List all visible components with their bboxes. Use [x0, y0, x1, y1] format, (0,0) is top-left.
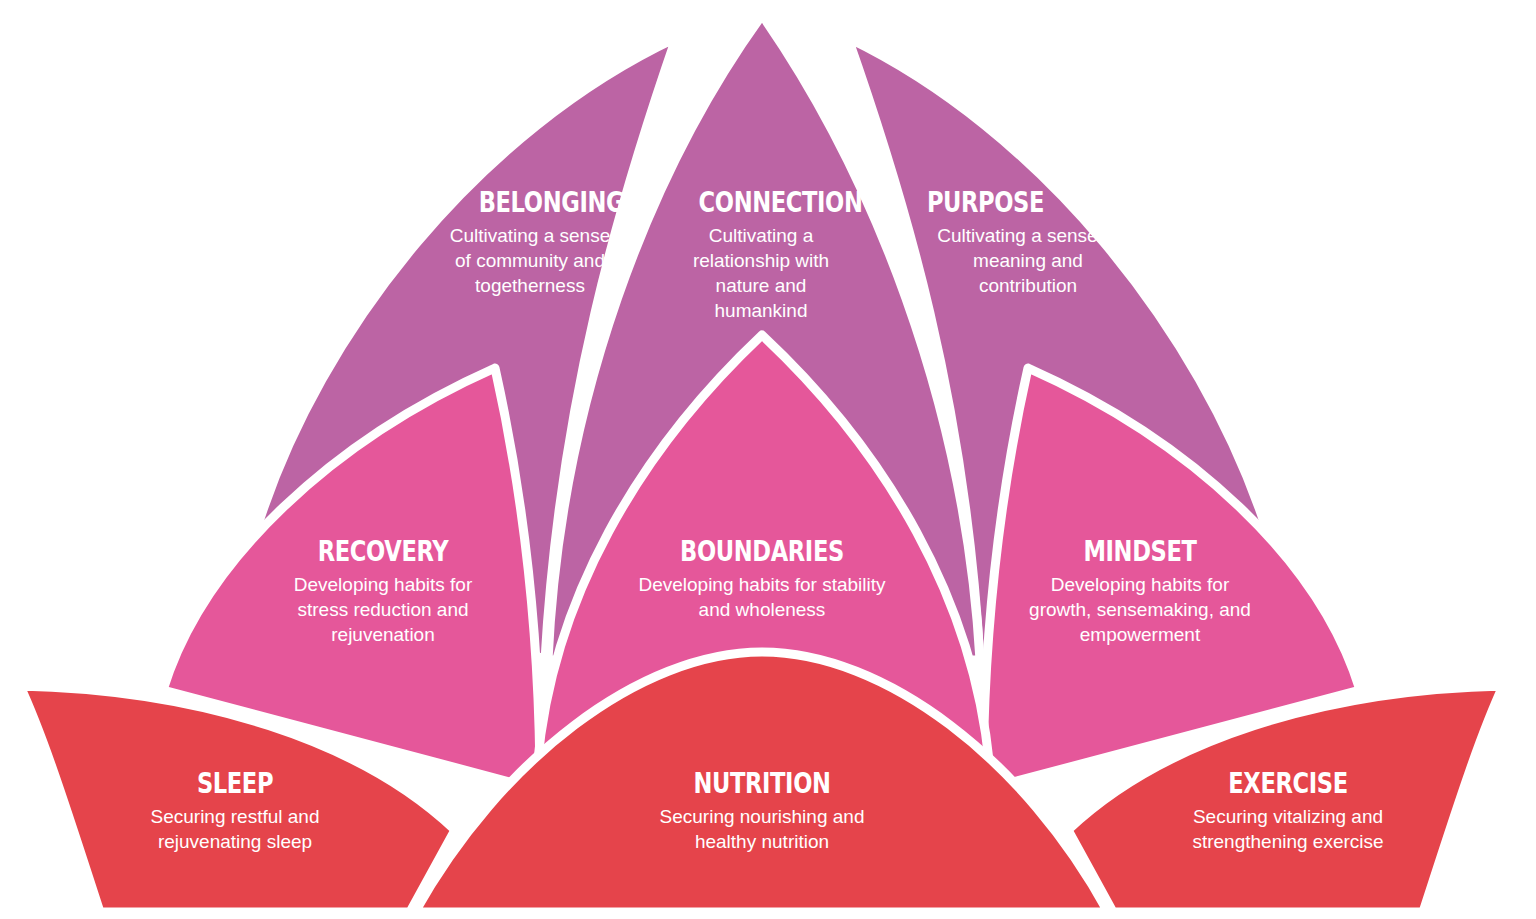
- petal-heading: PURPOSE: [913, 184, 1057, 220]
- petal-text: CONNECTIONCultivating a relationship wit…: [681, 184, 841, 323]
- petal-description: Cultivating a sense of community and tog…: [445, 223, 615, 298]
- lotus-petal: EXERCISESecuring vitalizing and strength…: [1058, 680, 1513, 912]
- petal-description: Securing nourishing and healthy nutritio…: [632, 804, 892, 854]
- petal-text: BELONGINGCultivating a sense of communit…: [445, 184, 615, 298]
- petal-text: PURPOSECultivating a sense of meaning an…: [936, 184, 1121, 298]
- petal-outline: [1068, 686, 1503, 912]
- petal-heading: BELONGING: [479, 184, 612, 220]
- petal-description: Cultivating a relationship with nature a…: [681, 223, 841, 323]
- lotus-petal: NUTRITIONSecuring nourishing and healthy…: [405, 645, 1120, 915]
- petal-text: BOUNDARIESDeveloping habits for stabilit…: [637, 533, 887, 622]
- petal-heading: NUTRITION: [661, 765, 864, 801]
- petal-text: EXERCISESecuring vitalizing and strength…: [1168, 765, 1408, 854]
- petal-heading: EXERCISE: [1194, 765, 1381, 801]
- petal-description: Securing vitalizing and strengthening ex…: [1168, 804, 1408, 854]
- petal-text: NUTRITIONSecuring nourishing and healthy…: [632, 765, 892, 854]
- petal-heading: MINDSET: [1050, 533, 1229, 569]
- petal-outline: [20, 686, 455, 912]
- petal-description: Developing habits for stability and whol…: [637, 572, 887, 622]
- petal-heading: SLEEP: [149, 765, 321, 801]
- petal-heading: CONNECTION: [699, 184, 824, 220]
- lotus-petal: SLEEPSecuring restful and rejuvenating s…: [12, 680, 467, 912]
- petal-outline: [415, 652, 1108, 912]
- petal-description: Securing restful and rejuvenating sleep: [125, 804, 345, 854]
- petal-description: Developing habits for stress reduction a…: [273, 572, 493, 647]
- petal-text: MINDSETDeveloping habits for growth, sen…: [1025, 533, 1255, 647]
- petal-description: Developing habits for growth, sensemakin…: [1025, 572, 1255, 647]
- petal-heading: RECOVERY: [297, 533, 469, 569]
- petal-description: Cultivating a sense of meaning and contr…: [936, 223, 1121, 298]
- petal-text: SLEEPSecuring restful and rejuvenating s…: [125, 765, 345, 854]
- petal-heading: BOUNDARIES: [665, 533, 860, 569]
- petal-text: RECOVERYDeveloping habits for stress red…: [273, 533, 493, 647]
